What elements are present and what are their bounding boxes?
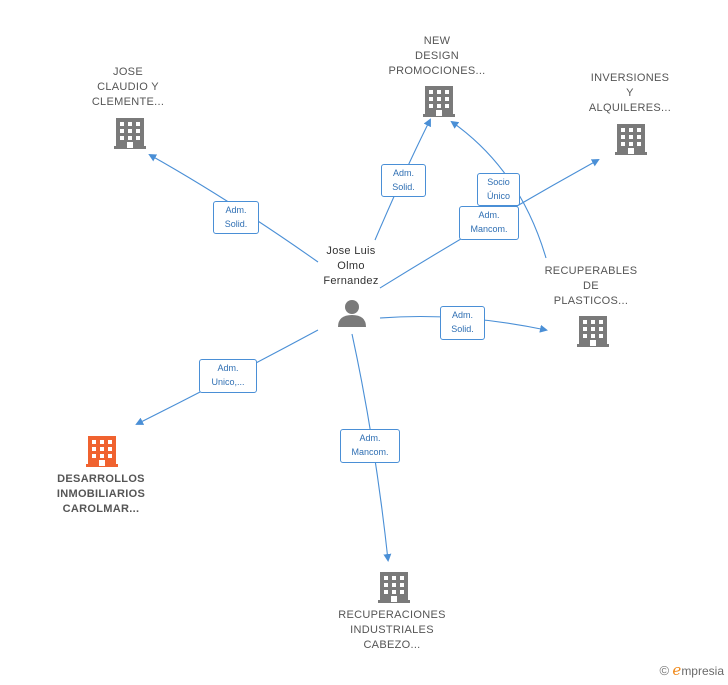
brand-e-glyph: e xyxy=(672,661,682,679)
building-icon-jose-claudio[interactable] xyxy=(114,118,146,149)
company-label-recuperables[interactable]: RECUPERABLES DE PLASTICOS... xyxy=(544,265,638,307)
building-icon-new-design[interactable] xyxy=(423,86,455,117)
company-label-desarrollos[interactable]: DESARROLLOS INMOBILIARIOS CAROLMAR... xyxy=(56,473,146,515)
company-label-inversiones[interactable]: INVERSIONES Y ALQUILERES... xyxy=(588,72,672,114)
edge-label-inversiones[interactable]: Adm. Mancom. xyxy=(459,206,519,240)
edge-label-desarrollos[interactable]: Adm. Unico,... xyxy=(199,359,257,393)
edge-label-new-design[interactable]: Adm. Solid. xyxy=(381,164,426,197)
edge-label-jose-claudio[interactable]: Adm. Solid. xyxy=(213,201,259,234)
person-name[interactable]: Jose Luis Olmo Fernandez xyxy=(323,245,379,287)
person-icon[interactable] xyxy=(338,300,366,327)
company-label-recuperaciones[interactable]: RECUPERACIONES INDUSTRIALES CABEZO... xyxy=(338,609,446,651)
company-label-jose-claudio[interactable]: JOSE CLAUDIO Y CLEMENTE... xyxy=(91,66,165,108)
edge-label-socio-unico[interactable]: Socio Único xyxy=(477,173,520,206)
empresia-logo: © empresia xyxy=(659,661,724,679)
company-label-new-design[interactable]: NEW DESIGN PROMOCIONES... xyxy=(388,35,486,77)
edge-label-recuperaciones[interactable]: Adm. Mancom. xyxy=(340,429,400,463)
brand-name: mpresia xyxy=(681,664,724,678)
edge-label-recuperables[interactable]: Adm. Solid. xyxy=(440,306,485,340)
copyright-symbol: © xyxy=(659,663,670,678)
building-icon-inversiones[interactable] xyxy=(615,124,647,155)
building-icon-recuperables[interactable] xyxy=(577,316,609,347)
building-icon-recuperaciones[interactable] xyxy=(378,572,410,603)
building-icon-desarrollos[interactable] xyxy=(86,436,118,467)
